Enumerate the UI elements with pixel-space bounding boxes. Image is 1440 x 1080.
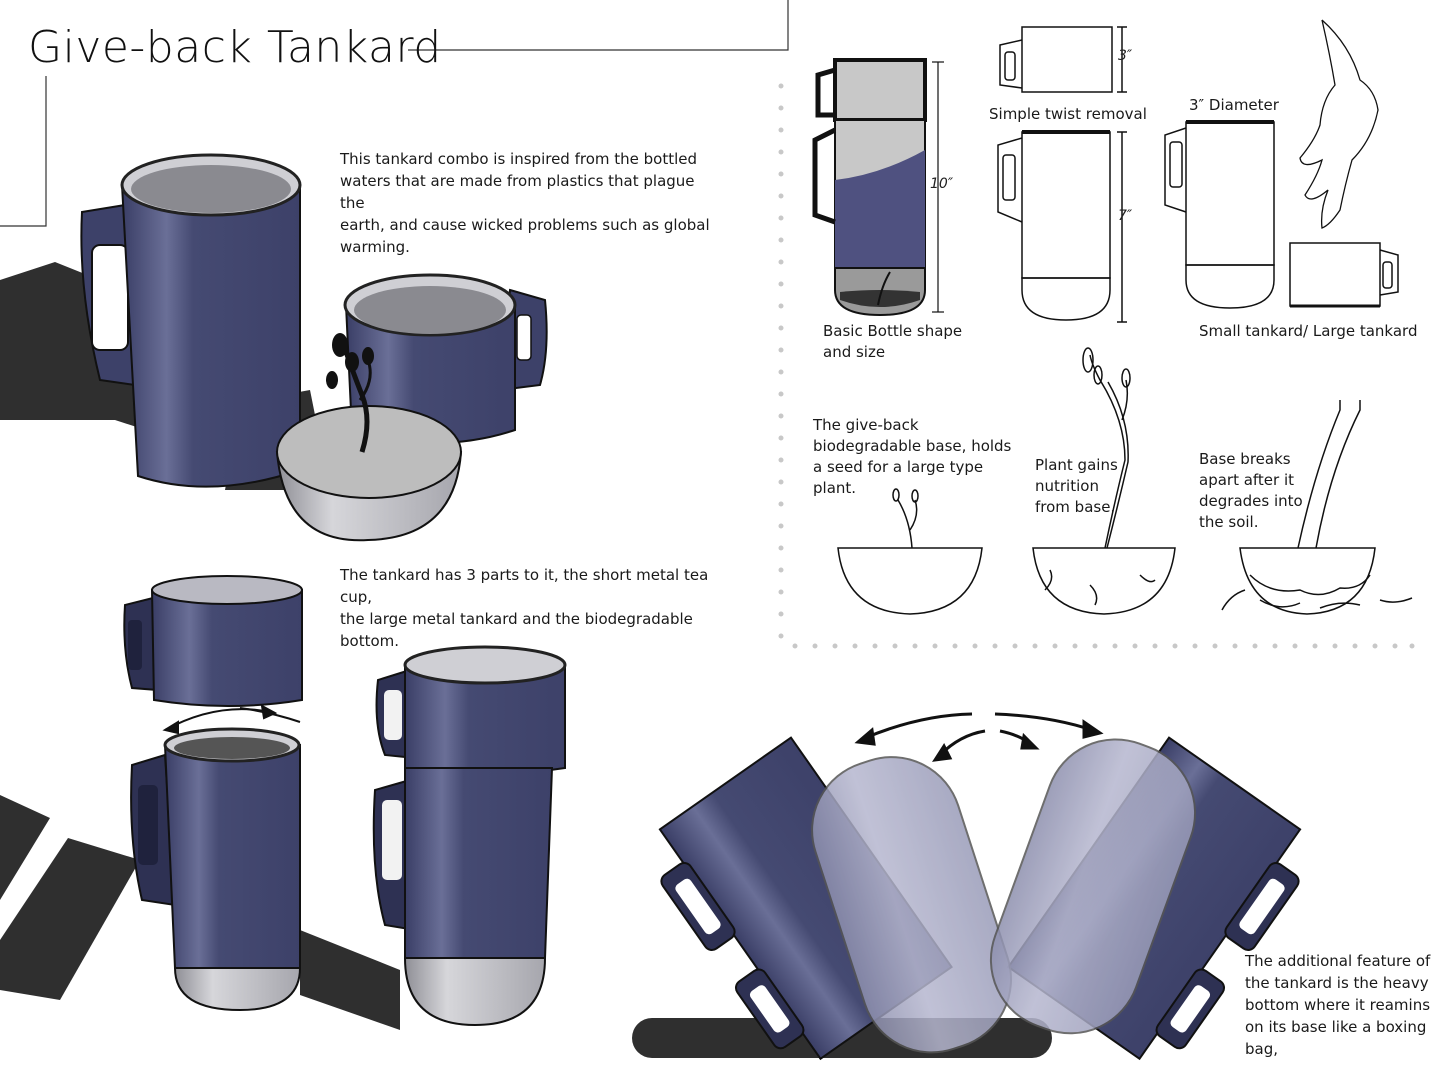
intro-line: warming. bbox=[340, 238, 410, 256]
diameter-sketch bbox=[1164, 120, 1399, 309]
diameter-label: 3″ Diameter bbox=[1189, 96, 1279, 114]
twist-arrows bbox=[162, 704, 301, 735]
base-label-line: The give-back bbox=[813, 416, 919, 434]
ghost-tankard-left bbox=[811, 756, 1013, 1054]
feature-paragraph: The additional feature of the tankard is… bbox=[1245, 950, 1435, 1060]
bottle-label-line: and size bbox=[823, 343, 886, 361]
rock-arrows bbox=[854, 712, 1104, 762]
large-tankard-hero bbox=[80, 153, 302, 488]
bottle-shape-label: Basic Bottle shape and size bbox=[823, 321, 962, 363]
dimension-10: 10″ bbox=[930, 176, 954, 192]
base-label-line: plant. bbox=[813, 479, 857, 497]
breaks-label-line: apart after it bbox=[1199, 471, 1295, 489]
small-cup-hero bbox=[343, 273, 548, 445]
parts-line: bottom. bbox=[340, 632, 400, 650]
breaks-label-line: degrades into bbox=[1199, 492, 1303, 510]
plant-label-line: Plant gains bbox=[1035, 456, 1118, 474]
tankard-size-label: Small tankard/ Large tankard bbox=[1199, 322, 1418, 340]
hand-sketch bbox=[1299, 19, 1379, 229]
biodegradable-base-sketch bbox=[837, 488, 983, 615]
feature-line: bottom where it reamins bbox=[1245, 996, 1431, 1014]
intro-line: This tankard combo is inspired from the … bbox=[340, 150, 698, 168]
dimension-7: 7″ bbox=[1118, 208, 1133, 224]
feature-line: The additional feature of bbox=[1245, 952, 1431, 970]
title-frame bbox=[0, 0, 789, 227]
plant-growth-sketch bbox=[1032, 347, 1176, 615]
base-label-line: biodegradable base, holds bbox=[813, 437, 1012, 455]
parts-shadow bbox=[0, 795, 400, 1030]
intro-line: waters that are made from plastics that … bbox=[340, 172, 695, 212]
parts-line: The tankard has 3 parts to it, the short… bbox=[340, 566, 709, 606]
plant-label-line: from base. bbox=[1035, 498, 1116, 516]
biodegradable-base-label: The give-back biodegradable base, holds … bbox=[813, 415, 1011, 499]
intro-line: earth, and cause wicked problems such as… bbox=[340, 216, 710, 234]
twist-removal-label: Simple twist removal bbox=[989, 105, 1147, 123]
breaks-label-line: the soil. bbox=[1199, 513, 1259, 531]
intro-paragraph: This tankard combo is inspired from the … bbox=[340, 148, 720, 258]
plant-growth-label: Plant gains nutrition from base. bbox=[1035, 455, 1118, 518]
page-title: Give-back Tankard bbox=[28, 22, 442, 73]
base-breaks-label: Base breaks apart after it degrades into… bbox=[1199, 449, 1303, 533]
base-label-line: a seed for a large type bbox=[813, 458, 984, 476]
dimension-3: 3″ bbox=[1118, 48, 1133, 64]
feature-line: bag, bbox=[1245, 1040, 1279, 1058]
assembled-tankard bbox=[372, 645, 567, 1027]
twist-removal-sketch bbox=[997, 26, 1127, 323]
plant-label-line: nutrition bbox=[1035, 477, 1099, 495]
feature-line: on its base like a boxing bbox=[1245, 1018, 1427, 1036]
base-breaks-sketch bbox=[1221, 400, 1413, 615]
bottle-shape-sketch bbox=[812, 58, 944, 317]
large-tankard-open bbox=[130, 727, 302, 1012]
teacup-floating bbox=[123, 575, 303, 707]
sketch-panel-border bbox=[778, 83, 1415, 649]
ghost-tankard-right bbox=[989, 738, 1197, 1035]
parts-line: the large metal tankard and the biodegra… bbox=[340, 610, 693, 628]
biodegradable-bowl-hero bbox=[275, 333, 463, 542]
feature-line: the tankard is the heavy bbox=[1245, 974, 1429, 992]
breaks-label-line: Base breaks bbox=[1199, 450, 1291, 468]
bottle-label-line: Basic Bottle shape bbox=[823, 322, 963, 340]
parts-paragraph: The tankard has 3 parts to it, the short… bbox=[340, 564, 740, 652]
